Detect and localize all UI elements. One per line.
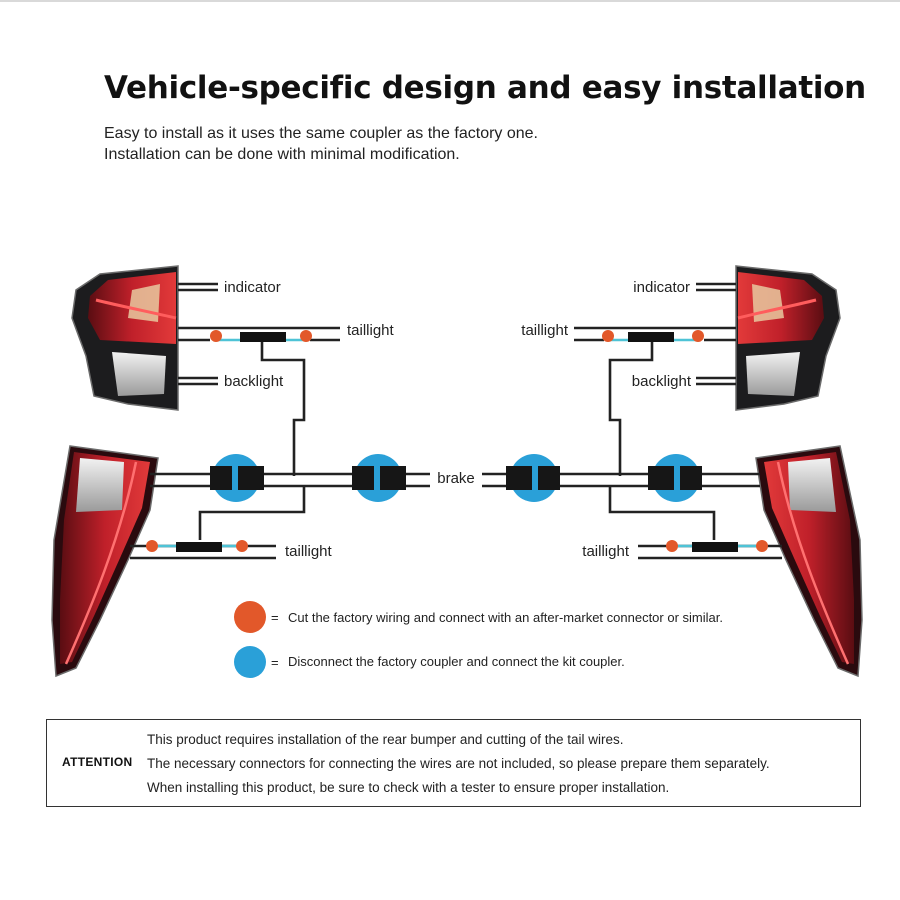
attention-line-3: When installing this product, be sure to… — [147, 780, 670, 795]
right-connectors — [628, 332, 738, 552]
label-brake: brake — [437, 470, 475, 487]
inline-connector — [240, 332, 286, 342]
left-connectors — [176, 332, 286, 552]
label-taillight-lower-right: taillight — [582, 543, 630, 560]
cut-point-marker — [602, 330, 614, 342]
attention-line-1: This product requires installation of th… — [147, 732, 624, 747]
inline-connector — [692, 542, 738, 552]
inline-connector — [628, 332, 674, 342]
label-taillight-upper-left: taillight — [347, 322, 395, 339]
right-upper-tail-lamp — [735, 265, 841, 411]
left-wiring — [130, 282, 430, 560]
cut-point-marker — [236, 540, 248, 552]
attention-heading: ATTENTION — [62, 755, 133, 769]
subtitle-line-2: Installation can be done with minimal mo… — [104, 146, 460, 163]
legend-coupler-marker — [234, 646, 266, 678]
right-couplers — [506, 454, 702, 502]
label-taillight-upper-right: taillight — [521, 322, 569, 339]
cut-point-marker — [666, 540, 678, 552]
legend-cut-marker — [234, 601, 266, 633]
legend: = Cut the factory wiring and connect wit… — [234, 601, 723, 678]
cut-point-marker — [300, 330, 312, 342]
cut-point-marker — [692, 330, 704, 342]
label-indicator-left: indicator — [224, 279, 281, 296]
cut-point-marker — [210, 330, 222, 342]
legend-cut-text: Cut the factory wiring and connect with … — [288, 610, 723, 625]
label-backlight-right: backlight — [632, 373, 692, 390]
label-indicator-right: indicator — [633, 279, 690, 296]
left-upper-tail-lamp — [71, 265, 179, 411]
label-taillight-lower-left: taillight — [285, 543, 333, 560]
subtitle-line-1: Easy to install as it uses the same coup… — [104, 125, 538, 142]
left-lower-tail-lamp — [51, 445, 159, 678]
legend-coupler-equals: = — [271, 655, 279, 670]
page-title: Vehicle-specific design and easy install… — [104, 70, 866, 106]
right-lower-tail-lamp — [755, 445, 863, 678]
label-backlight-left: backlight — [224, 373, 284, 390]
inline-connector — [176, 542, 222, 552]
top-divider — [0, 0, 900, 2]
left-cut-points — [146, 330, 312, 552]
left-couplers — [210, 454, 406, 502]
cut-point-marker — [756, 540, 768, 552]
attention-box: ATTENTION This product requires installa… — [46, 719, 861, 807]
legend-coupler-text: Disconnect the factory coupler and conne… — [288, 654, 625, 669]
legend-cut-equals: = — [271, 610, 279, 625]
cut-point-marker — [146, 540, 158, 552]
attention-line-2: The necessary connectors for connecting … — [147, 756, 770, 771]
right-cut-points — [602, 330, 768, 552]
